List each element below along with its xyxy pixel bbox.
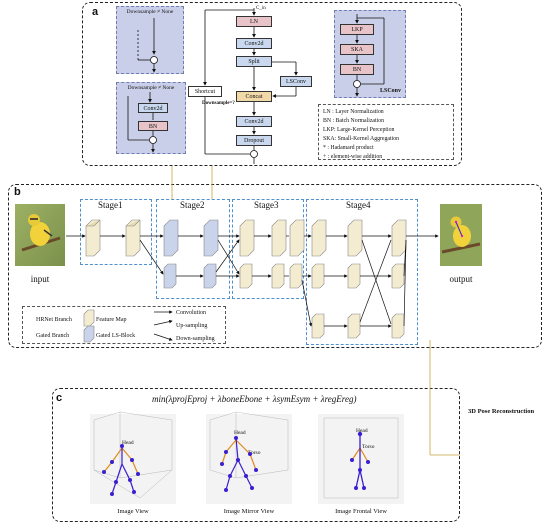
lsconv-detail-label: LSConv xyxy=(380,88,402,94)
legend-ska: SKA: Small-Kernel Aggregation xyxy=(323,136,399,142)
image-view-label: Image View xyxy=(117,508,149,515)
ds-bn-block: BN xyxy=(138,121,168,131)
conv2d-block-1: Conv2d xyxy=(236,38,272,49)
image-frontal-view-label: Image Frontal View xyxy=(335,508,387,515)
downsample-question: Downsample=? xyxy=(202,101,235,106)
stage4-label: Stage4 xyxy=(346,200,371,210)
panel-a-label: a xyxy=(92,6,99,18)
stage1-box xyxy=(80,199,152,265)
legend-upsampling: Up-sampling xyxy=(176,323,208,329)
panel-a-legend: LN : Layer Normalization BN : Batch Norm… xyxy=(318,104,454,160)
legend-addition: + : element-wise addition xyxy=(323,154,383,160)
downsample-notnone-block: Downsample ≠ None xyxy=(116,82,186,154)
legend-downsampling: Down-sampling xyxy=(176,336,215,342)
head-label-3: Head xyxy=(356,428,368,434)
torso-label-3: Torso xyxy=(362,444,375,450)
downsample-none-caption: Downsample ≠ None xyxy=(126,9,174,15)
ds-conv2d-block: Conv2d xyxy=(138,103,168,113)
pose-reconstruction-label: 3D Pose Reconstruction xyxy=(468,408,535,415)
legend-ln: LN : Layer Normalization xyxy=(323,109,384,115)
legend-lkp: LKP: Large-Kernel Perception xyxy=(323,127,395,133)
dropout-block: Dropout xyxy=(236,135,272,146)
concat-block: Concat xyxy=(236,91,272,102)
downsample-none-block: Downsample ≠ None xyxy=(116,6,184,74)
lkp-block: LKP xyxy=(340,24,374,35)
input-label: input xyxy=(30,274,50,284)
legend-convolution: Convolution xyxy=(176,310,207,316)
panel-b-label: b xyxy=(14,186,21,198)
ln-block: LN xyxy=(236,16,272,27)
downsample-notnone-caption: Downsample ≠ None xyxy=(127,85,175,91)
legend-feature-map: Feature Map xyxy=(96,317,127,323)
lsconv-block: LSConv xyxy=(280,76,312,87)
cin-label: C_in xyxy=(256,6,266,11)
ska-block: SKA xyxy=(340,44,374,55)
image-mirror-view-panel xyxy=(206,414,292,504)
legend-bn: BN : Batch Normalization xyxy=(323,118,385,124)
legend-hadamard: * : Hadamard product xyxy=(323,145,374,151)
stage2-box xyxy=(156,199,230,299)
stage3-box xyxy=(232,199,304,299)
legend-hrnet-branch: HRNet Branch xyxy=(36,317,72,323)
stage2-label: Stage2 xyxy=(180,200,205,210)
output-label: output xyxy=(449,274,473,284)
head-label-1: Head xyxy=(122,440,134,446)
objective-formula: min(λprojEproj + λboneEbone + λsymEsym +… xyxy=(152,394,357,404)
conv2d-block-2: Conv2d xyxy=(236,116,272,127)
legend-gated-branch: Gated Branch xyxy=(36,333,70,339)
bn-block-lsconv: BN xyxy=(340,64,374,75)
shortcut-block: Shortcut xyxy=(188,86,222,97)
stage1-label: Stage1 xyxy=(98,200,123,210)
image-view-panel xyxy=(90,414,176,504)
panel-c-label: c xyxy=(56,392,63,404)
head-label-2: Head xyxy=(234,430,246,436)
split-block: Split xyxy=(236,56,272,67)
panel-a xyxy=(82,2,462,166)
stage4-box xyxy=(306,199,418,345)
panel-b-legend xyxy=(22,306,226,344)
torso-label-2: Torso xyxy=(248,450,261,456)
stage3-label: Stage3 xyxy=(254,200,279,210)
legend-gated-ls-block: Gated LS-Block xyxy=(96,333,136,339)
panel-b xyxy=(8,184,542,348)
image-mirror-view-label: Image Mirror View xyxy=(223,508,275,515)
